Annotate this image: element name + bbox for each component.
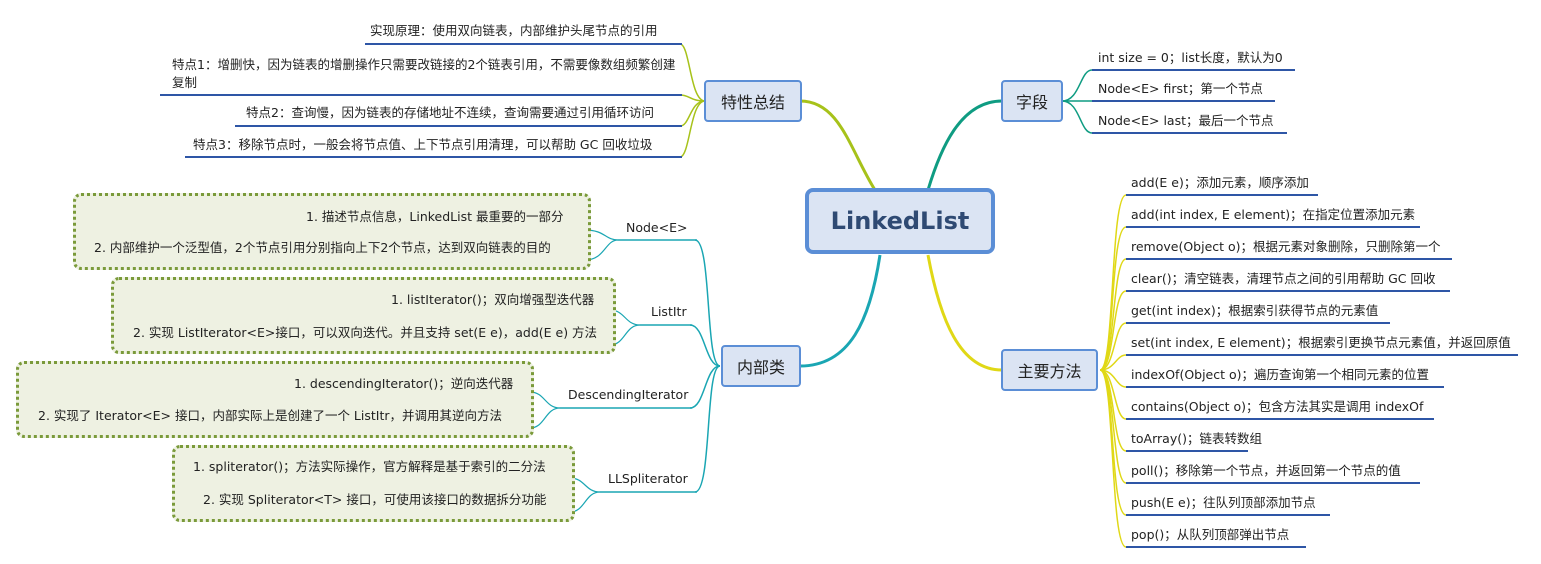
inner-class-item[interactable]: 2. 实现了 Iterator<E> 接口，内部实际上是创建了一个 ListIt… [38, 408, 503, 423]
branch-link-fields [926, 99, 1003, 191]
features-connectors [679, 43, 706, 158]
group-descendingiterator [16, 361, 534, 438]
branch-features[interactable]: 特性总结 [704, 80, 802, 122]
inner-class-name[interactable]: Node<E> [626, 220, 688, 235]
method-item[interactable]: push(E e)；往队列顶部添加节点 [1131, 495, 1316, 510]
feature-item[interactable]: 特点3：移除节点时，一般会将节点值、上下节点引用清理，可以帮助 GC 回收垃圾 [193, 137, 653, 152]
field-item[interactable]: Node<E> first；第一个节点 [1098, 81, 1263, 96]
fields-underlines [1092, 69, 1295, 134]
fields-connectors [1061, 69, 1093, 134]
inner-class-name[interactable]: LLSpliterator [608, 471, 688, 486]
branch-inner-classes[interactable]: 内部类 [721, 345, 801, 387]
field-item[interactable]: int size = 0；list长度，默认为0 [1098, 50, 1283, 65]
inner-connectors [689, 239, 721, 493]
method-item[interactable]: add(int index, E element)；在指定位置添加元素 [1131, 207, 1416, 222]
method-item[interactable]: toArray()；链表转数组 [1131, 431, 1262, 446]
methods-underlines [1126, 194, 1518, 548]
inner-class-item[interactable]: 1. 描述节点信息，LinkedList 最重要的一部分 [306, 209, 564, 224]
inner-class-item[interactable]: 1. spliterator()；方法实际操作，官方解释是基于索引的二分法 [193, 459, 546, 474]
inner-class-item[interactable]: 1. listIterator()；双向增强型迭代器 [391, 292, 595, 307]
methods-connectors [1099, 194, 1127, 548]
branch-fields[interactable]: 字段 [1001, 80, 1063, 122]
inner-class-name[interactable]: DescendingIterator [568, 387, 689, 402]
branch-methods[interactable]: 主要方法 [1001, 349, 1098, 391]
method-item[interactable]: clear()；清空链表，清理节点之间的引用帮助 GC 回收 [1131, 271, 1436, 286]
method-item[interactable]: pop()；从队列顶部弹出节点 [1131, 527, 1290, 542]
method-item[interactable]: remove(Object o)；根据元素对象删除，只删除第一个 [1131, 239, 1441, 254]
method-item[interactable]: set(int index, E element)；根据索引更换节点元素值，并返… [1131, 335, 1511, 350]
group-llspliterator [172, 445, 575, 522]
branch-link-features [799, 99, 877, 191]
group-node [73, 193, 591, 270]
method-item[interactable]: indexOf(Object o)；遍历查询第一个相同元素的位置 [1131, 367, 1430, 382]
inner-class-underlines [560, 239, 697, 493]
inner-class-name[interactable]: ListItr [651, 304, 687, 319]
group-listitr [111, 277, 616, 354]
method-item[interactable]: add(E e)；添加元素，顺序添加 [1131, 175, 1309, 190]
feature-item[interactable]: 实现原理：使用双向链表，内部维护头尾节点的引用 [370, 23, 658, 38]
method-item[interactable]: poll()；移除第一个节点，并返回第一个节点的值 [1131, 463, 1401, 478]
inner-class-item[interactable]: 2. 实现 Spliterator<T> 接口，可使用该接口的数据拆分功能 [203, 492, 547, 507]
inner-class-item[interactable]: 2. 内部维护一个泛型值，2个节点引用分别指向上下2个节点，达到双向链表的目的 [94, 240, 551, 255]
features-underlines [160, 43, 682, 158]
feature-item[interactable]: 特点2：查询慢，因为链表的存储地址不连续，查询需要通过引用循环访问 [246, 105, 654, 120]
method-item[interactable]: contains(Object o)；包含方法其实是调用 indexOf [1131, 399, 1424, 414]
field-item[interactable]: Node<E> last；最后一个节点 [1098, 113, 1274, 128]
root-node[interactable]: LinkedList [805, 188, 995, 254]
method-item[interactable]: get(int index)；根据索引获得节点的元素值 [1131, 303, 1379, 318]
branch-link-methods [926, 254, 1003, 372]
inner-class-item[interactable]: 1. descendingIterator()；逆向迭代器 [294, 376, 514, 391]
branch-link-inner [799, 254, 882, 368]
feature-item[interactable]: 特点1：增删快，因为链表的增删操作只需要改链接的2个链表引用，不需要像数组频繁创… [172, 57, 676, 90]
inner-class-item[interactable]: 2. 实现 ListIterator<E>接口，可以双向迭代。并且支持 set(… [133, 325, 598, 340]
